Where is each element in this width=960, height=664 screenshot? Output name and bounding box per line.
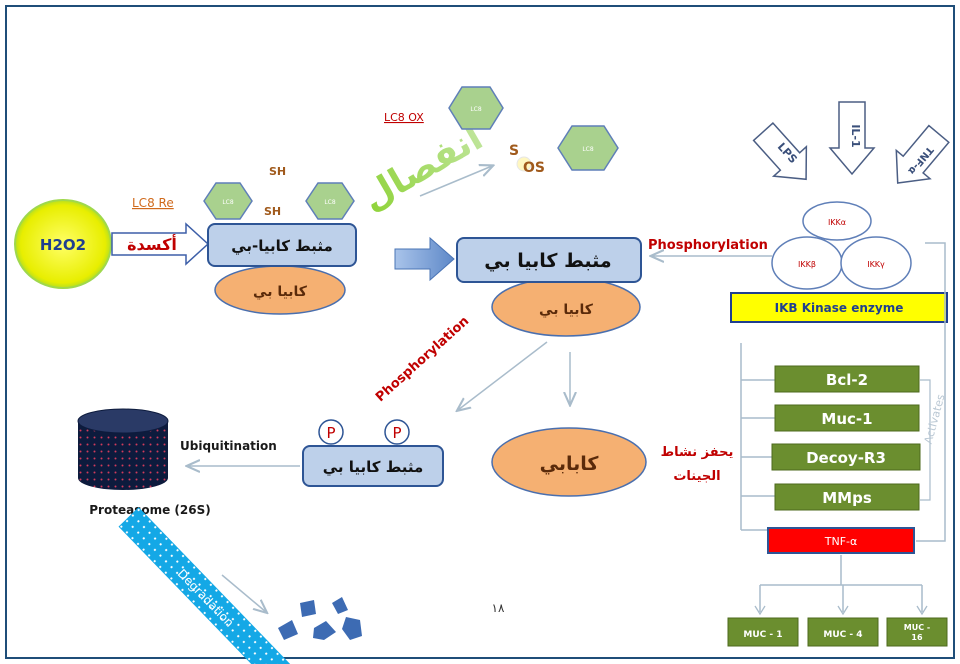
svg-text:P: P [326, 424, 335, 442]
os-label: OS [523, 160, 545, 176]
free-kappa-b: كابابي [491, 427, 647, 497]
proteasome-label: Proteasome (26S) [89, 503, 210, 517]
svg-text:LC8: LC8 [470, 106, 482, 113]
ikb-kinase-box: IKB Kinase enzyme [730, 292, 948, 323]
sh-label-bottom: SH [264, 205, 281, 218]
oxidation-label: أكسدة [127, 234, 177, 254]
ikk-beta: IKKβ [771, 236, 843, 290]
ubiquitination-label: Ubiquitination [180, 439, 277, 453]
muc-product-4: MUC - 4 [807, 617, 879, 647]
svg-text:MUC - 1: MUC - 1 [743, 630, 782, 640]
transition-arrow [394, 236, 455, 282]
svg-text:MUC - 4: MUC - 4 [823, 630, 862, 640]
inhibitor-box-center: مثبط كابيا بي [456, 237, 642, 283]
gene-box-mmps: MMps [774, 483, 920, 511]
lc8-hexagon-right: LC8 [305, 182, 355, 220]
stimulus-arrow-il1: IL-1 [828, 101, 876, 176]
svg-text:LC8: LC8 [582, 146, 594, 153]
svg-text:MMps: MMps [822, 489, 872, 507]
gene-box-muc1: Muc-1 [774, 404, 920, 432]
gene-bracket [740, 343, 775, 531]
svg-text:كابابي: كابابي [540, 453, 600, 475]
svg-text:كابيا بي: كابيا بي [253, 284, 308, 300]
phospho-p-right: P [384, 419, 410, 445]
separation-arrow [419, 166, 492, 197]
svg-text:LC8: LC8 [324, 199, 336, 206]
proteasome-cylinder [77, 408, 169, 490]
svg-text:TNF-α: TNF-α [824, 535, 858, 548]
muc-branch-lines [759, 555, 923, 612]
inhibitor-box-left: مثبط كابيا-بي [207, 223, 357, 267]
muc-product-1: MUC - 1 [727, 617, 799, 647]
s-label: S [509, 143, 519, 159]
h2o2-label: H2O2 [40, 236, 86, 254]
lc8-hexagon-ox-top: LC8 [448, 86, 504, 130]
svg-text:P: P [392, 424, 401, 442]
kappa-b-ellipse-center: كابيا بي [491, 277, 641, 337]
arrow-to-phospho-complex [458, 341, 548, 410]
phosphorylation-label: Phosphorylation [648, 238, 768, 253]
gene-box-decoy-r3: Decoy-R3 [771, 443, 921, 471]
h2o2-circle [14, 199, 112, 289]
svg-text:كابيا بي: كابيا بي [539, 302, 594, 318]
svg-text:Bcl-2: Bcl-2 [826, 371, 868, 389]
muc-product-16: MUC -16 [886, 617, 948, 647]
svg-text:مثبط كابيا-بي: مثبط كابيا-بي [231, 237, 333, 255]
svg-text:IKB Kinase enzyme: IKB Kinase enzyme [775, 301, 904, 315]
activates-bracket [920, 379, 931, 501]
degraded-fragments [278, 597, 362, 640]
lc8-ox-label: LC8 OX [384, 111, 424, 124]
lc8-hexagon-left: LC8 [203, 182, 253, 220]
oxidation-arrow: أكسدة [111, 222, 210, 266]
gene-box-tnf: TNF-α [767, 527, 915, 554]
lc8-hexagon-ox-right: LC8 [557, 125, 619, 171]
ikk-gamma: IKKγ [840, 236, 912, 290]
gene-box-bcl2: Bcl-2 [774, 365, 920, 393]
inhibitor-box-phospho: مثبط كابيا بي [302, 445, 444, 487]
svg-text:Muc-1: Muc-1 [821, 410, 872, 428]
kappa-b-ellipse-left: كابيا بي [214, 265, 346, 315]
svg-text:IKKα: IKKα [828, 218, 846, 227]
muc-16-label: MUC -16 [904, 623, 930, 642]
ikk-alpha: IKKα [802, 201, 872, 241]
slide-number: ١٨ [492, 601, 505, 615]
svg-text:LC8: LC8 [222, 199, 234, 206]
svg-text:IKKβ: IKKβ [798, 260, 816, 269]
activation-feedback-line [916, 242, 946, 542]
svg-text:IL-1: IL-1 [849, 124, 862, 147]
sun-glyph [516, 156, 532, 172]
lc8-re-label: LC8 Re [132, 196, 174, 210]
arrow-to-fragments [221, 574, 266, 612]
activates-genes-line1: يحفز نشاط [661, 445, 734, 460]
svg-text:IKKγ: IKKγ [867, 260, 885, 269]
svg-text:مثبط كابيا بي: مثبط كابيا بي [323, 458, 424, 476]
svg-text:Decoy-R3: Decoy-R3 [806, 449, 886, 467]
svg-text:مثبط كابيا بي: مثبط كابيا بي [484, 250, 611, 272]
sh-label-top: SH [269, 165, 286, 178]
activates-genes-line2: الجينات [673, 469, 720, 484]
h2o2-group: H2O2 [14, 199, 112, 289]
phospho-p-left: P [318, 419, 344, 445]
